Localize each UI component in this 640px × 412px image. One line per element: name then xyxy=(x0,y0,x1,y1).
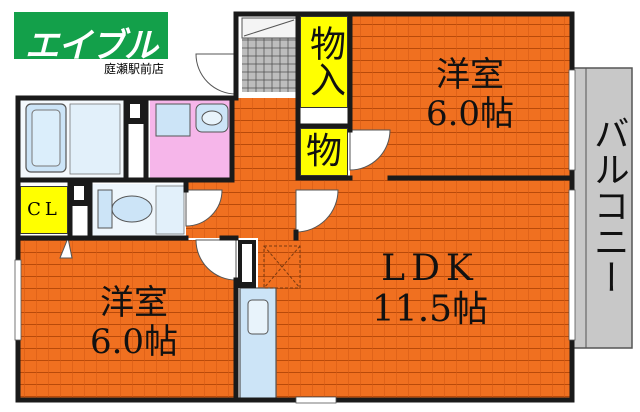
door-swing xyxy=(349,129,391,171)
cl-text: CL xyxy=(27,199,61,220)
balcony-label: バルコニー xyxy=(586,80,630,340)
closet-small-text: 物 xyxy=(305,131,342,172)
ldk-label: LDK 11.5帖 xyxy=(330,248,530,331)
western-room-lower-floor xyxy=(18,240,236,400)
western-room-lower-name: 洋室 xyxy=(100,283,168,323)
ldk-size: 11.5帖 xyxy=(371,289,489,331)
brand-logo: エイブル 庭瀬駅前店 xyxy=(14,12,168,76)
western-room-upper-name: 洋室 xyxy=(436,55,504,95)
western-room-lower-label: 洋室 6.0帖 xyxy=(44,283,224,363)
brand-branch-band: 庭瀬駅前店 xyxy=(14,59,168,76)
cl-label: CL xyxy=(20,186,68,234)
closet-large-text: 物入 xyxy=(304,25,345,97)
western-room-upper-label: 洋室 6.0帖 xyxy=(380,55,560,135)
western-room-upper-size: 6.0帖 xyxy=(425,94,515,135)
door-swing xyxy=(295,189,339,233)
entrance-tiles xyxy=(242,38,296,92)
door-swing xyxy=(59,236,73,259)
door-swing xyxy=(185,189,223,227)
closet-small-label: 物 xyxy=(300,128,348,176)
western-room-lower-size: 6.0帖 xyxy=(89,322,179,363)
ldk-name: LDK xyxy=(381,248,479,289)
closet-large-label: 物入 xyxy=(300,16,348,108)
door-swing xyxy=(195,53,237,95)
brand-branch: 庭瀬駅前店 xyxy=(103,62,164,76)
western-room-upper-floor xyxy=(350,16,572,178)
door-swing xyxy=(195,239,237,281)
storage-hatch xyxy=(263,245,301,289)
balcony-name: バルコニー xyxy=(587,115,629,295)
